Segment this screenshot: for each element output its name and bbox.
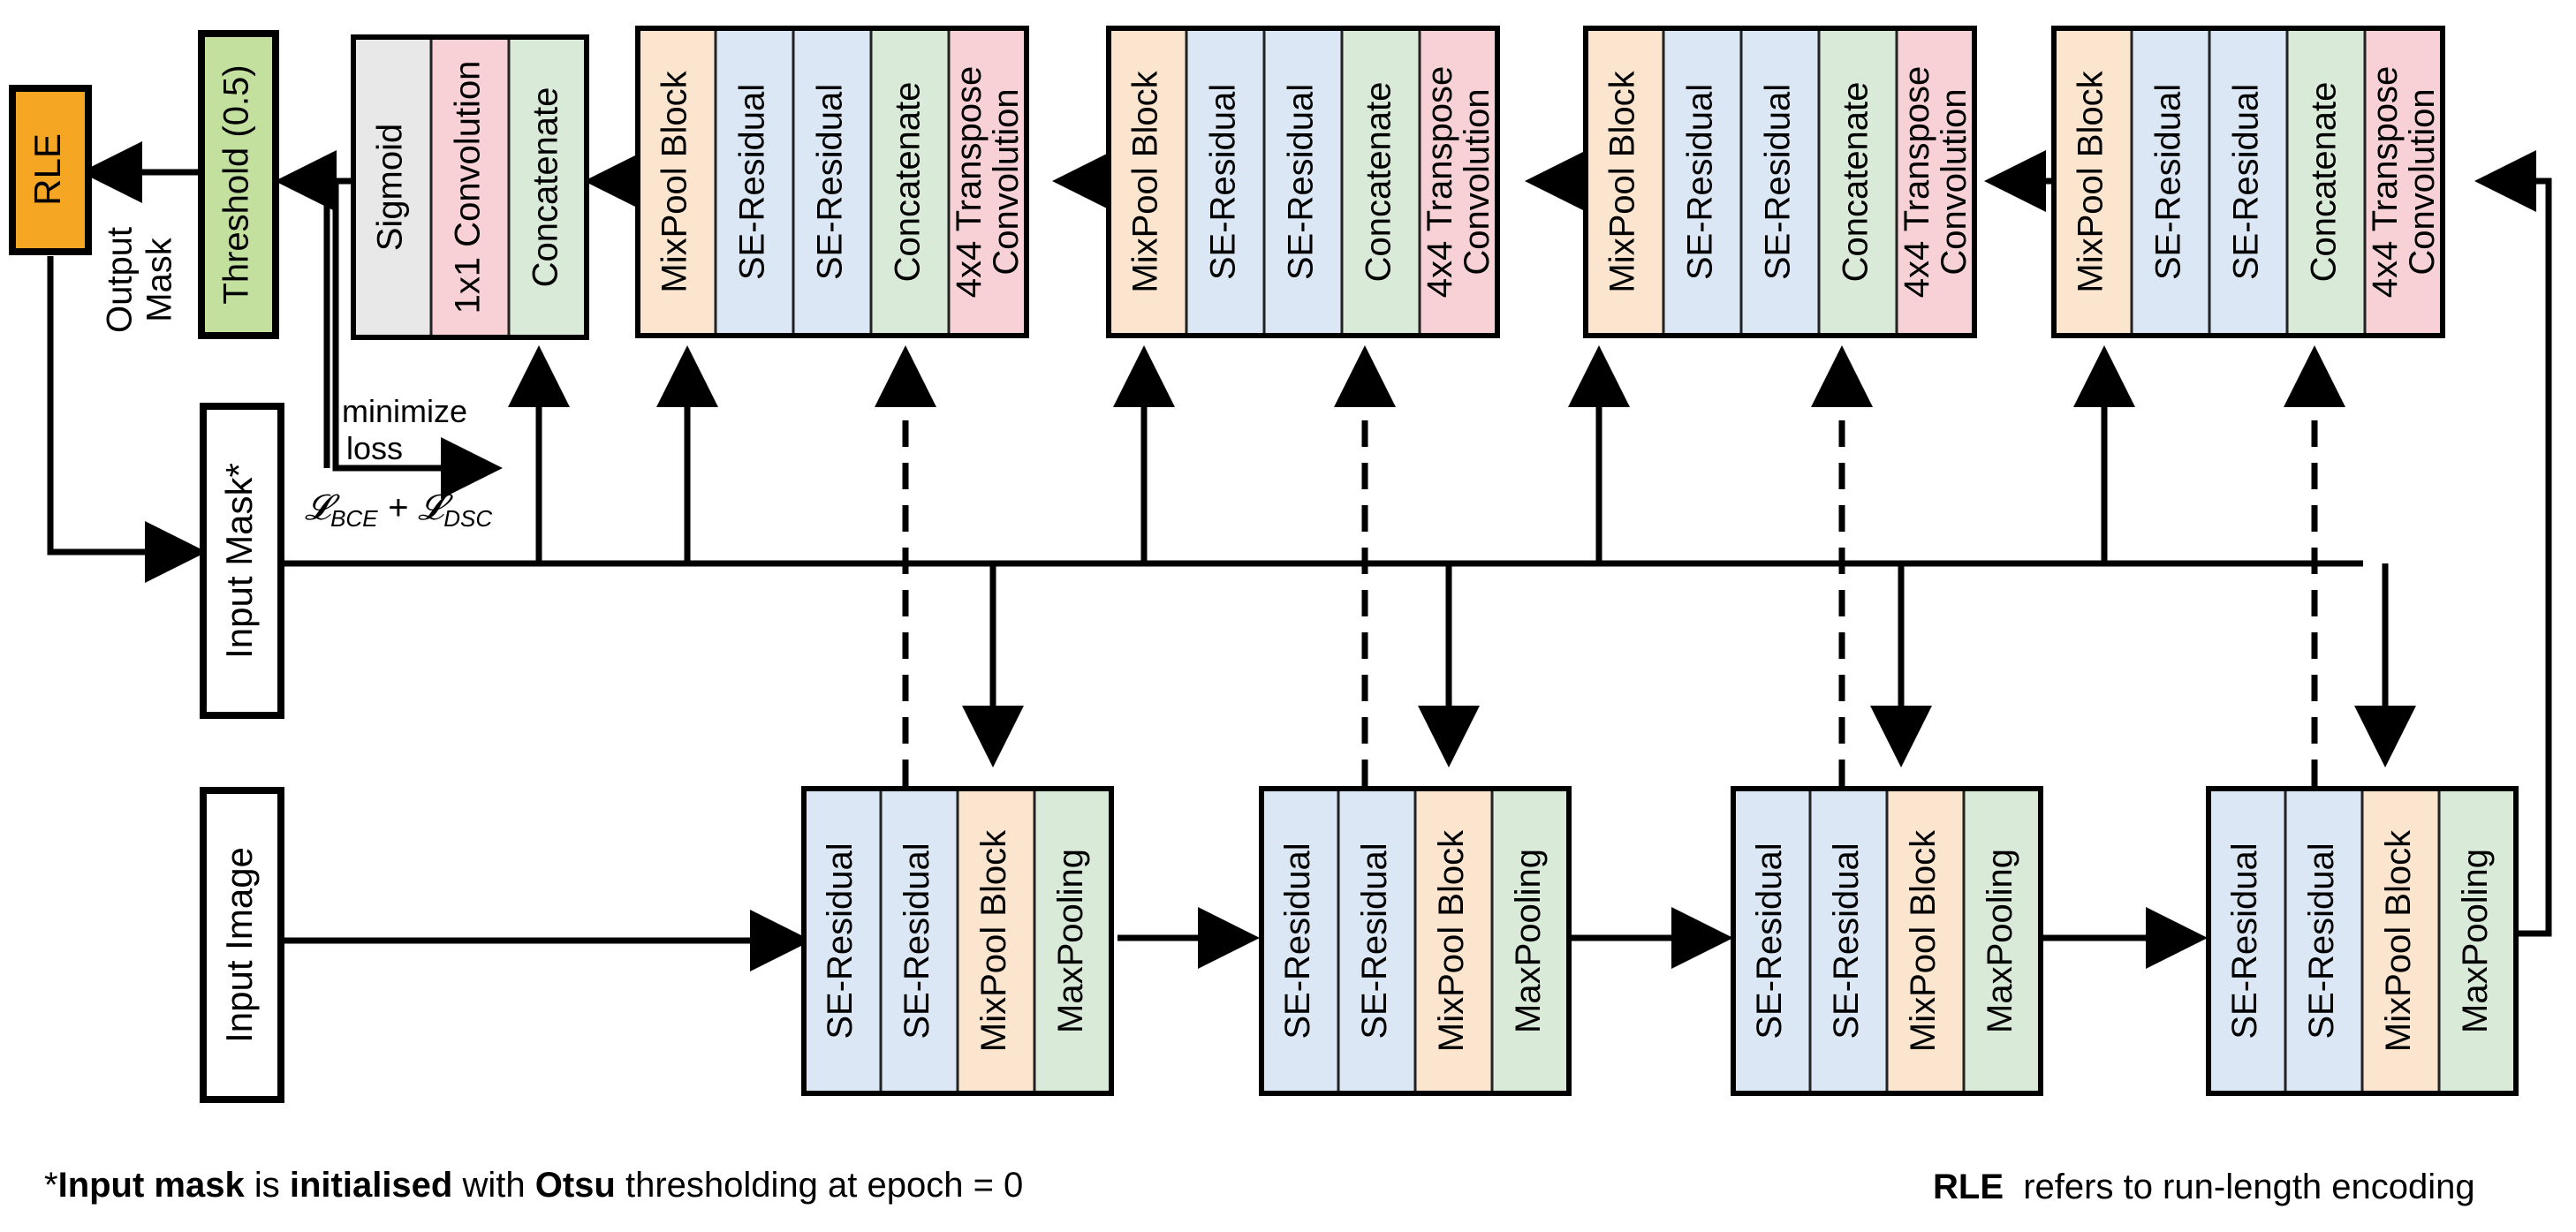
se-residual-label: SE-Residual [821,843,860,1039]
decoder-block-4: MixPool Block SE-Residual SE-Residual Conca… [2051,26,2445,338]
encoder-block-4: SE-Residual SE-Residual MixPool Block MaxPo… [2206,786,2519,1096]
se-residual-cell [879,787,959,1095]
maxpooling-label: MaxPooling [1509,849,1548,1033]
footnote-input-mask: *Input mask is initialised with Otsu thr… [44,1166,1024,1205]
mixpool-block-cell [1413,787,1494,1095]
se-residual-label: SE-Residual [1759,84,1798,280]
output-mask-label-line2: Mask [140,237,179,322]
4x4-transpose-convolution-label: 4x4 TransposeConvolution [1898,66,1974,298]
output-mask-label-line1: Output [101,227,140,333]
arrow-bottleneck-to-decoder-4 [2474,150,2552,937]
input-mask-box: Input Mask* [200,403,284,719]
mixpool-block-label: MixPool Block [1432,829,1471,1052]
encoder-block-2: SE-Residual SE-Residual MixPool Block MaxPo… [1259,786,1572,1096]
mixpool-block-label: MixPool Block [974,829,1013,1052]
mixpool-block-cell [1584,26,1665,337]
4x4-transpose-convolution-cell [2363,26,2444,337]
4x4-transpose-convolution-label: 4x4 TransposeConvolution [950,66,1026,298]
arrow-rle-to-input-mask [47,256,207,583]
decoder-block-2: MixPool Block SE-Residual SE-Residual Conca… [1106,26,1500,338]
decoder-block-1: MixPool Block SE-Residual SE-Residual Conca… [635,26,1029,338]
mixpool-block-cell [2052,26,2133,337]
se-residual-label: SE-Residual [1750,843,1789,1039]
se-residual-label: SE-Residual [2227,84,2266,280]
mixpool-block-cell [636,26,717,337]
rle-box: RLE [9,85,92,255]
maxpooling-label: MaxPooling [1051,849,1090,1033]
mixpool-block-cell [1885,787,1966,1095]
1x1-convolution-label: 1x1 Convolution [449,61,488,314]
se-residual-label: SE-Residual [1827,843,1866,1039]
se-residual-label: SE-Residual [811,84,850,280]
4x4-transpose-convolution-cell [1418,26,1499,337]
connectors [47,141,2552,971]
se-residual-label: SE-Residual [2302,843,2341,1039]
se-residual-label: SE-Residual [898,843,936,1039]
concatenate-cell [869,26,951,337]
mixpool-block-label: MixPool Block [1126,70,1165,292]
se-residual-label: SE-Residual [2225,843,2264,1039]
maxpooling-label: MaxPooling [1981,849,2019,1033]
footnote-rle: RLE refers to run-length encoding [1933,1168,2475,1206]
se-residual-cell [2284,787,2364,1095]
se-residual-cell [2208,26,2289,337]
threshold-box: Threshold (0.5) [198,30,279,339]
se-residual-label: SE-Residual [733,84,772,280]
se-residual-label: SE-Residual [1282,84,1321,280]
se-residual-cell [2207,787,2287,1095]
se-residual-cell [714,26,795,337]
4x4-transpose-convolution-label: 4x4 TransposeConvolution [1421,66,1496,298]
minimize-label-line1: minimize [342,393,467,429]
input-image-box: Input Image [200,787,284,1103]
final-head-block: Sigmoid 1x1 Convolution Concatenate [351,34,589,340]
maxpooling-cell [1490,787,1571,1095]
threshold-label: Threshold (0.5) [217,64,256,304]
se-residual-cell [1808,787,1889,1095]
concatenate-cell [1340,26,1421,337]
concatenate-label: Concatenate [527,87,565,288]
se-residual-label: SE-Residual [2149,84,2188,280]
mixpool-block-label: MixPool Block [655,70,694,292]
concatenate-label: Concatenate [1360,82,1398,283]
mixpool-block-label: MixPool Block [2379,829,2418,1052]
loss-formula: 𝓛BCE + 𝓛DSC [305,488,492,532]
maxpooling-label: MaxPooling [2456,849,2495,1033]
se-residual-cell [802,787,883,1095]
se-residual-cell [1739,26,1821,337]
input-image-label: Input Image [218,847,260,1043]
input-mask-label: Input Mask* [218,463,260,659]
arrow-minimize-loss [332,181,503,499]
mixpool-block-label: MixPool Block [2072,70,2110,292]
se-residual-label: SE-Residual [1278,843,1317,1039]
mixpool-block-cell [2360,787,2441,1095]
mixpool-block-label: MixPool Block [1904,829,1943,1052]
se-residual-cell [1731,787,1812,1095]
concatenate-label: Concatenate [1837,82,1875,283]
mixpool-block-label: MixPool Block [1603,70,1642,292]
se-residual-label: SE-Residual [1204,84,1243,280]
decoder-block-3: MixPool Block SE-Residual SE-Residual Conca… [1583,26,1977,338]
concatenate-label: Concatenate [2305,82,2344,283]
maxpooling-cell [1962,787,2042,1095]
encoder-block-1: SE-Residual SE-Residual MixPool Block MaxPo… [801,786,1114,1096]
minimize-label-line2: loss [346,430,403,466]
encoder-block-3: SE-Residual SE-Residual MixPool Block MaxPo… [1731,786,2043,1096]
rle-label: RLE [27,133,68,206]
4x4-transpose-convolution-label: 4x4 TransposeConvolution [2366,66,2442,298]
se-residual-label: SE-Residual [1681,84,1720,280]
se-residual-label: SE-Residual [1355,843,1394,1039]
concatenate-label: Concatenate [889,82,928,283]
sigmoid-label: Sigmoid [371,124,410,252]
maxpooling-cell [1033,787,1113,1095]
